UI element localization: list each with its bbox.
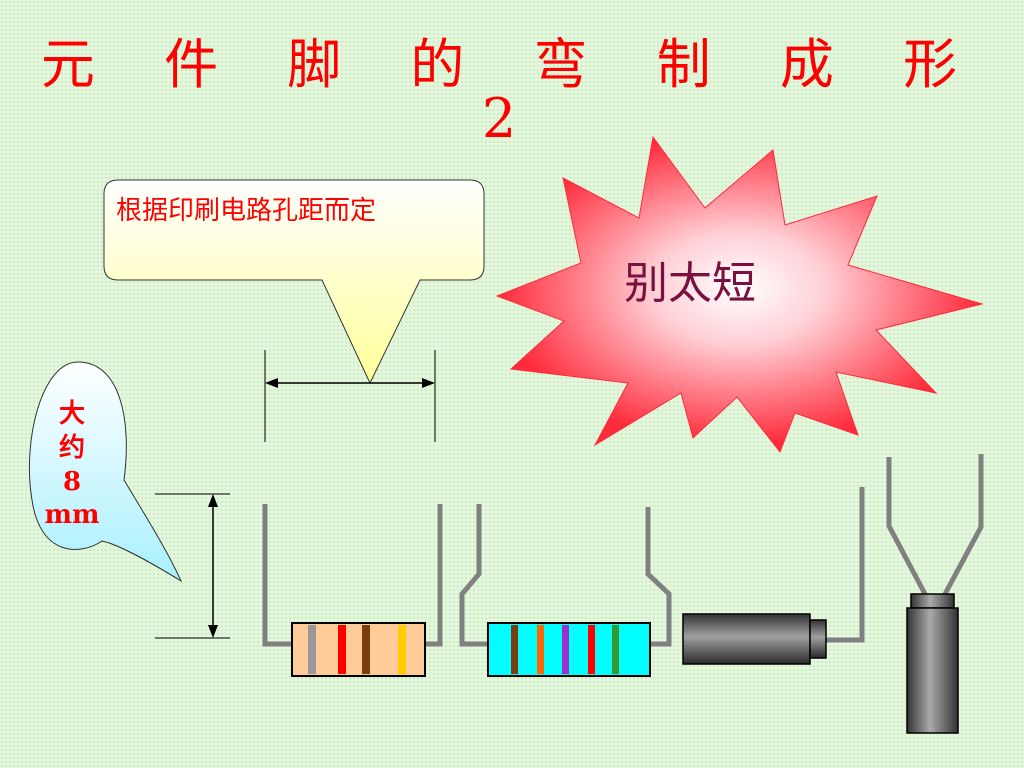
- oval-text-line: 大: [58, 399, 85, 429]
- resistor-2-band: [511, 625, 518, 674]
- oval-text-line: 8: [62, 466, 82, 497]
- resistor-1-band: [362, 625, 370, 674]
- resistor-1-lead-left: [262, 504, 292, 647]
- height-dimension: [155, 493, 230, 639]
- capacitor-horizontal-end: [809, 619, 827, 659]
- resistor-1-lead-right: [425, 504, 443, 647]
- capacitor-horizontal-body: [682, 613, 811, 665]
- starburst-shape: [495, 135, 984, 454]
- oval-text-line: 约: [58, 432, 85, 463]
- capacitor-vertical-top: [910, 593, 955, 609]
- capacitor-vertical-body: [906, 607, 959, 734]
- resistor-1-band: [398, 625, 406, 674]
- capacitor-horizontal-lead: [826, 487, 865, 643]
- resistor-2-band: [537, 625, 544, 674]
- resistor-1: [262, 504, 443, 677]
- resistor-2-band: [588, 625, 595, 674]
- callout-bubble: [103, 179, 485, 385]
- burst-text: 别太短: [624, 258, 756, 309]
- capacitor-vertical-lead-right: [942, 454, 984, 596]
- capacitor-vertical: [886, 454, 984, 734]
- resistor-2-lead-left: [459, 504, 488, 647]
- resistor-1-band: [338, 625, 346, 674]
- callout-text: 根据印刷电路孔距而定: [116, 196, 377, 226]
- slide-title: 元 件 脚 的 弯 制 成 形 2: [40, 33, 984, 150]
- width-dimension: [264, 350, 436, 442]
- oval-text: 大 约 8 mm: [40, 398, 104, 533]
- resistor-2: [459, 504, 672, 677]
- resistor-2-band: [562, 625, 569, 674]
- resistor-2-lead-right: [645, 507, 672, 647]
- oval-text-line: mm: [44, 500, 100, 531]
- oval-callout: [29, 361, 183, 583]
- resistor-2-band: [612, 625, 619, 674]
- capacitor-horizontal: [682, 487, 865, 665]
- resistor-1-band: [308, 625, 316, 674]
- capacitor-vertical-lead-left: [886, 457, 928, 596]
